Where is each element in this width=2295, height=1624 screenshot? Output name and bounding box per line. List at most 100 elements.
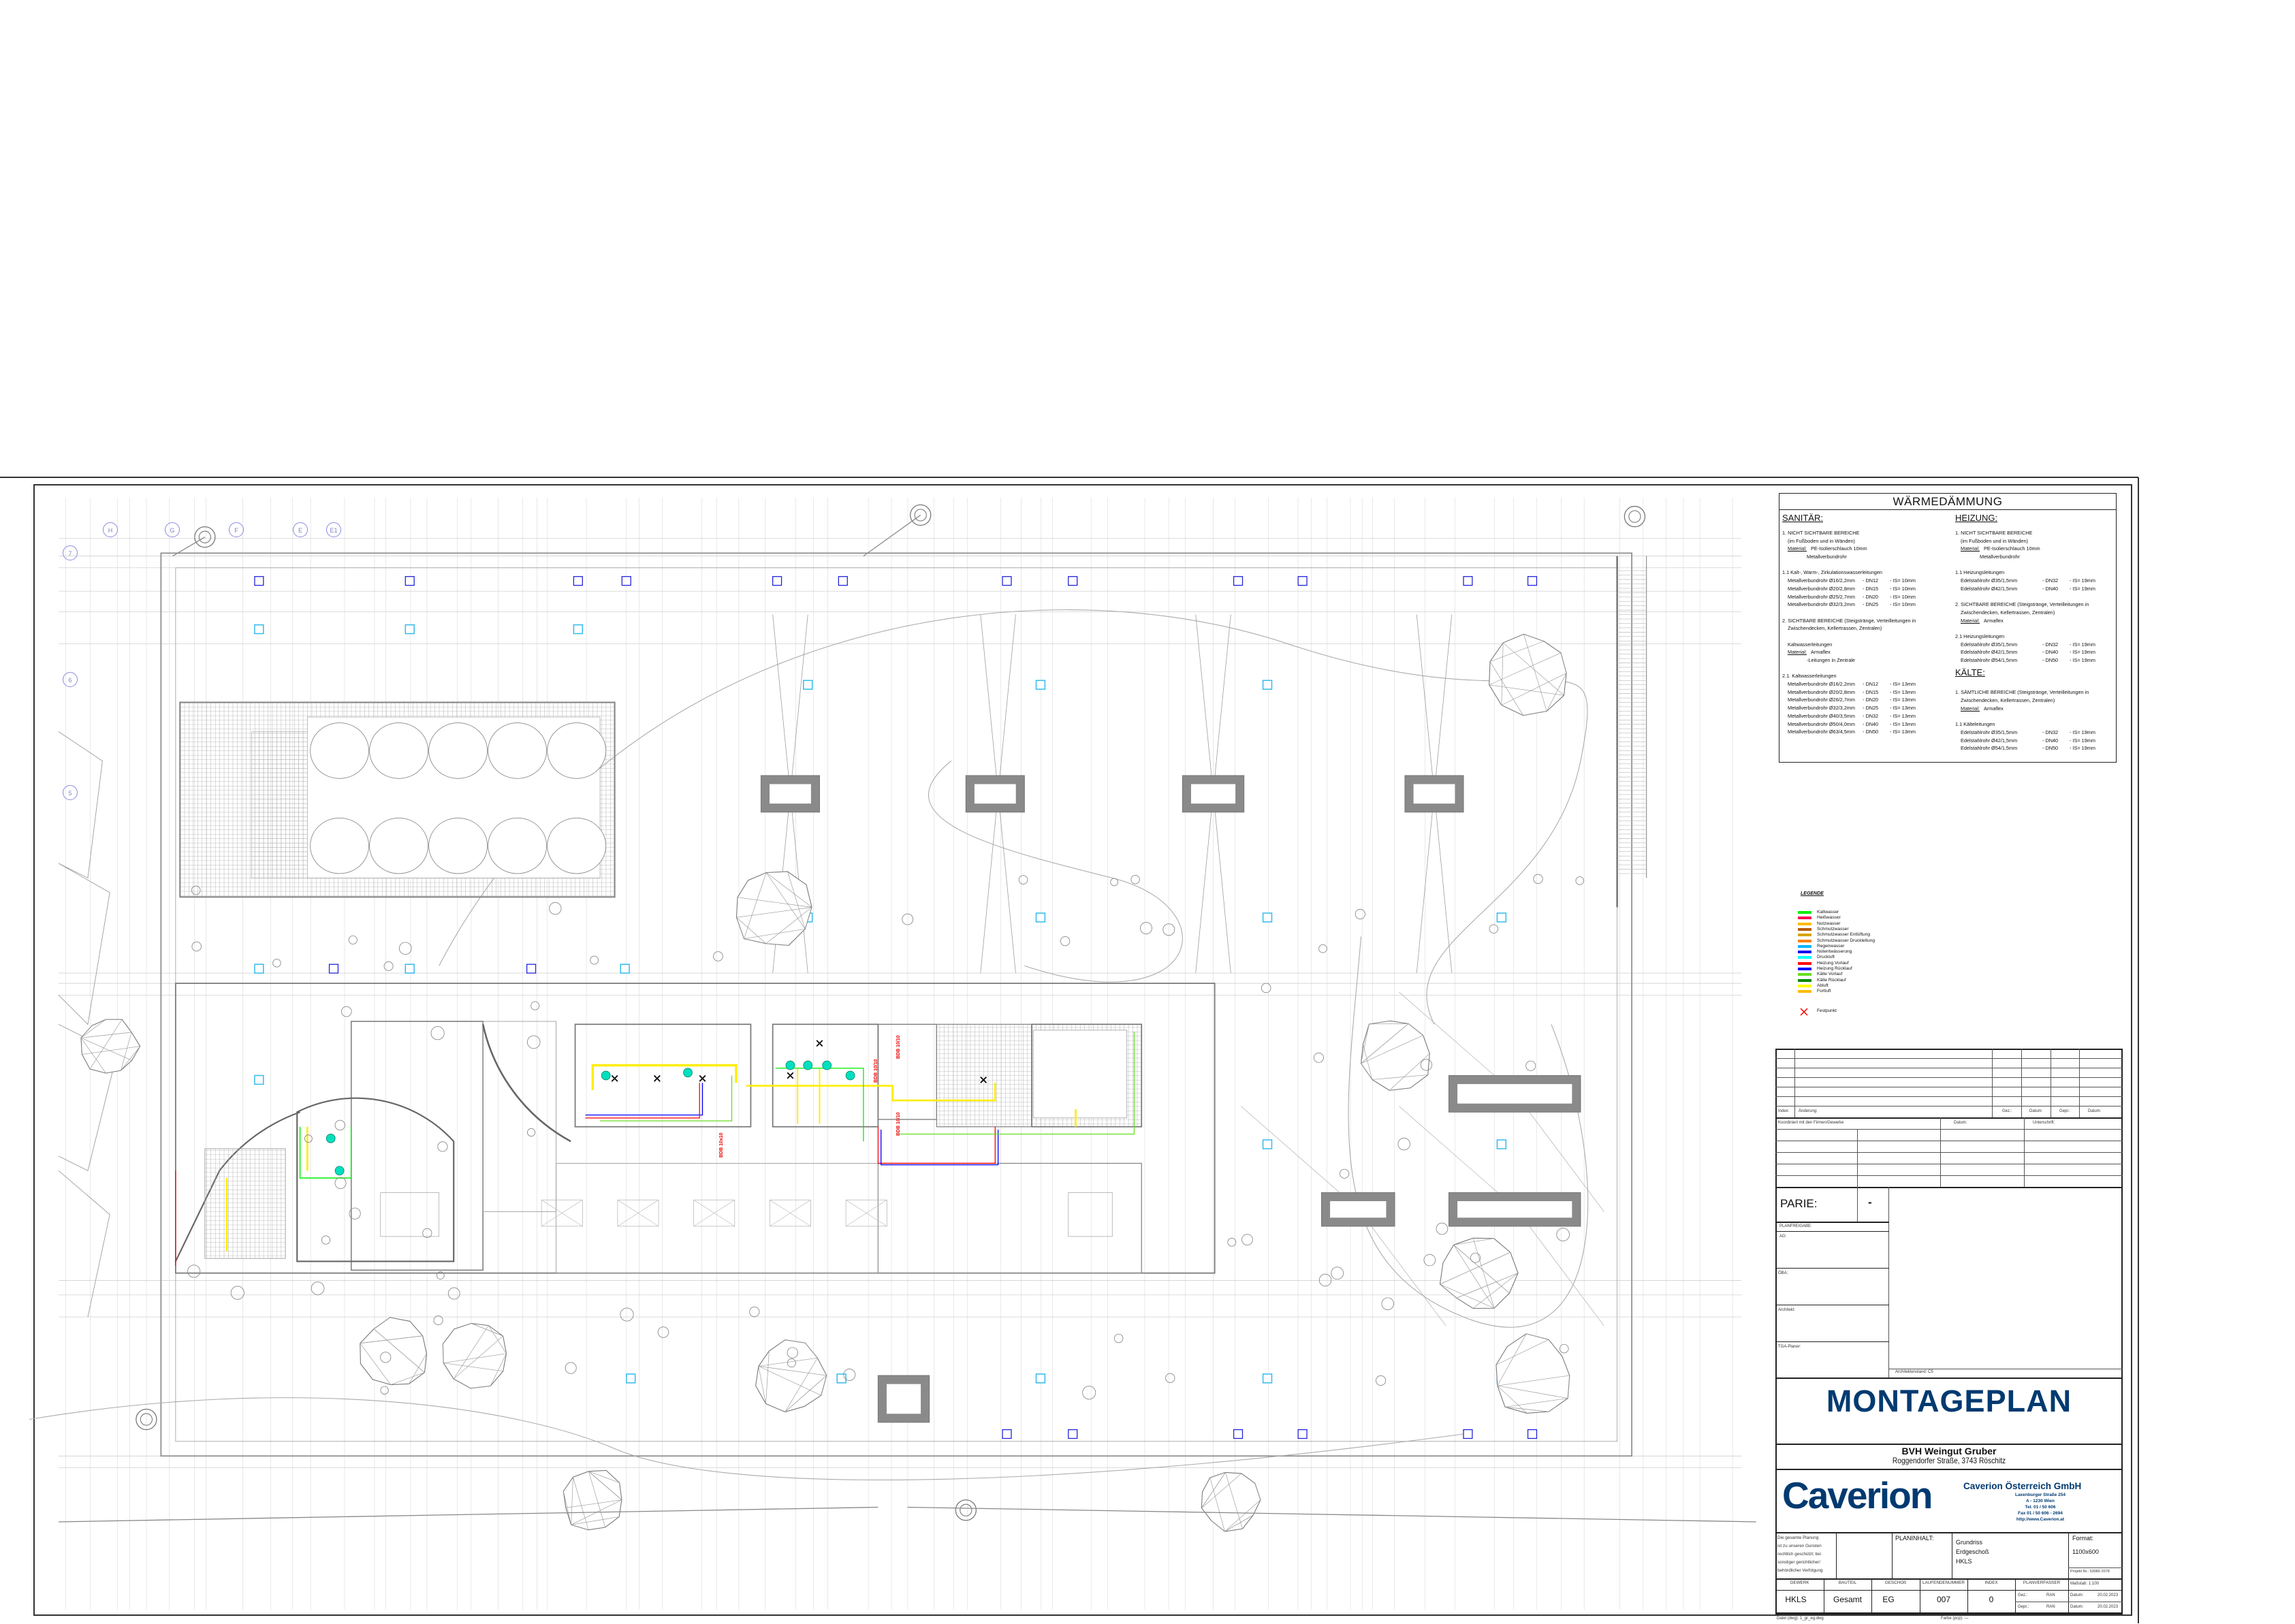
insulation-text: Metallverbundrohr [1807,554,1847,560]
floor-drain-icon [573,576,583,586]
spacer [1955,681,2116,689]
pipe-dn: - DN20 [1863,593,1879,600]
shrub-icon [1381,1297,1394,1310]
tree-detail [785,1339,806,1343]
pipe-spec-row: Metallverbundrohr Ø25/2,7mm- DN20- IS= 1… [1782,593,1952,601]
tree-detail [1504,1398,1568,1407]
fixpoint-icon [653,1074,661,1082]
manhole-icon [910,504,932,526]
header-laufendenummer: LAUFENDENUMMER [1922,1580,1965,1585]
table-rule [1836,1532,1837,1578]
tree-detail [360,1343,391,1385]
tree-detail [785,1358,818,1412]
fixture-icon [845,1070,855,1081]
pipe [585,1083,703,1116]
insulation-thickness: - IS= 13mm [1890,697,1916,703]
shrub-icon [526,1035,541,1049]
manhole-icon [136,1408,157,1431]
shrub-icon [1018,875,1028,885]
shrub-icon [787,1347,798,1358]
pipe-dn: - DN15 [1863,688,1879,695]
room [574,1023,752,1128]
tree-detail [588,1471,620,1483]
roof-drain-icon [254,624,264,635]
shrub-icon [311,1281,325,1295]
plan-line [617,1199,659,1227]
roof-drain-icon [1496,1139,1507,1149]
table-rule [2015,1578,2016,1613]
pipe [299,1126,352,1179]
tree-detail [571,1516,620,1525]
tree-detail [737,897,812,908]
roof-drain-icon [1035,912,1046,923]
table-rule [1775,1152,2123,1153]
shrub-icon [1082,1386,1096,1400]
landscape-curve [1348,936,1589,1328]
tree-detail [1440,1284,1457,1299]
company-website[interactable]: http://www.Caverion.at [2016,1517,2065,1522]
tree-detail [1372,1074,1428,1080]
legend-label: Nutzwasser [1817,921,1841,926]
fixpoint-icon [787,1072,794,1079]
insulation-text: 1. SÄMTLICHE BEREICHE (Steigstränge, Ver… [1955,689,2089,696]
table-rule [1775,1175,2123,1176]
pipe-dn: - DN32 [2042,641,2059,648]
manhole-icon [955,1499,977,1521]
floor-drain-icon [621,576,631,586]
material-line: Material:Armaflex [1955,705,2116,713]
tree-detail [571,1524,589,1531]
slope-line [980,614,998,793]
legend-label: Schmutzwasser Entlüftung [1817,932,1871,938]
slope-line [1213,793,1231,974]
insulation-text: Zwischendecken, Kellertrassen, Zentralen… [1961,609,2055,616]
tree-detail [758,1366,827,1376]
tree-detail [1440,1252,1510,1285]
legend-label: Abluft [1817,983,1829,988]
shrub-icon [1533,874,1543,884]
company-name: Caverion Österreich GmbH [1963,1481,2082,1491]
project-name: BVH Weingut Gruber [1901,1446,1997,1456]
shrub-icon [590,955,599,965]
fixture-icon [334,1166,345,1176]
shrub-icon [380,1386,389,1395]
pipe-type: Metallverbundrohr Ø32/3,2mm [1788,601,1855,608]
tree-detail [121,1032,132,1071]
tree-detail [1523,711,1547,716]
tree-detail [1472,1238,1495,1309]
insulation-thickness: - IS= 13mm [1890,712,1916,719]
tree-detail [1453,1238,1494,1245]
insulation-text: Kaltwasserleitungen [1788,641,1833,648]
table-rule [2068,1567,2123,1568]
date-label: Datum: [2070,1605,2084,1609]
disclaimer-line: Die gesamte Planung [1777,1535,1819,1540]
value-geschoss: EG [1882,1595,1895,1604]
shrub-icon [749,1306,760,1318]
tree-detail [765,1351,770,1404]
revision-change-label: Änderung: [1799,1109,1818,1113]
manhole-icon [914,509,927,522]
pipe-type: Metallverbundrohr Ø16/2,2mm [1788,577,1855,584]
shrub-icon [1318,944,1327,953]
insulation-text: 2.1 Heizungsleitungen [1955,633,2005,639]
slope-line [1434,614,1453,793]
tree-detail [1495,1339,1549,1365]
roof-drain-icon [1262,1139,1273,1149]
shrub-icon [1318,1273,1332,1287]
table-rule [1967,1578,1968,1613]
tree-detail [565,1499,622,1508]
grid-axis-f: F [229,522,244,537]
legend-swatch [1798,961,1811,965]
roof-drain-icon [620,964,630,974]
insulation-text: 1.1 Kälteleitungen [1955,721,1995,728]
tree-detail [1201,1472,1226,1508]
pipe-type: Metallverbundrohr Ø20/2,8mm [1788,585,1855,592]
header-index: INDEX [1984,1580,1998,1585]
disclaimer-line: behördlicher Verfolgung [1777,1568,1823,1573]
plan-line [863,514,921,557]
pipe-spec-row: Metallverbundrohr Ø32/3,2mm- DN25- IS= 1… [1782,704,1952,712]
table-rule [1775,1222,1889,1223]
material-line: Material:PE-Isolierschlauch 10mm [1955,545,2116,553]
tree-detail [563,1491,571,1525]
pipe-label: BDB 10/10 [896,1112,901,1136]
legend-label: Heißwasser [1817,915,1841,921]
